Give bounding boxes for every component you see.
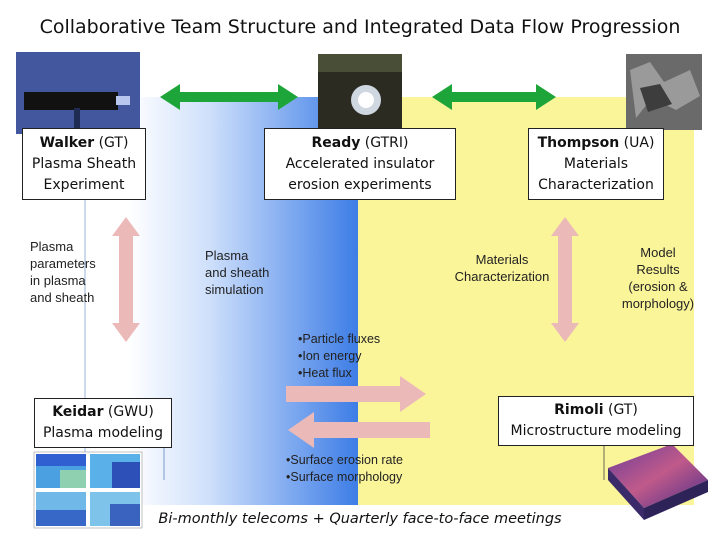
plasma-photo [16, 52, 140, 134]
walker-line3: Experiment [43, 176, 125, 193]
page-title: Collaborative Team Structure and Integra… [39, 16, 681, 38]
sheath-simulation-label: Plasma and sheath simulation [205, 248, 270, 297]
ready-line2: Accelerated insulator [285, 155, 435, 172]
surface-plot [603, 444, 708, 520]
pink-arrow-to-keidar [288, 412, 430, 448]
thompson-box: Thompson (UA) Materials Characterization [528, 128, 664, 200]
flux-bullet: •Particle fluxes [298, 332, 381, 346]
walker-line2: Plasma Sheath [31, 155, 137, 172]
thompson-name: Thompson [537, 134, 620, 151]
thompson-line2: Materials [563, 155, 629, 172]
pink-arrow-left [112, 217, 140, 342]
ready-name: Ready [311, 134, 361, 151]
erosion-bullet-list: •Surface erosion rate •Surface morpholog… [286, 452, 436, 486]
rimoli-line2: Microstructure modeling [510, 423, 682, 439]
keidar-affiliation: (GWU) [103, 404, 154, 420]
ready-box: Ready (GTRI) Accelerated insulator erosi… [264, 128, 456, 200]
green-arrow-right [432, 84, 556, 110]
rimoli-affiliation: (GT) [603, 402, 638, 418]
keidar-box: Keidar (GWU) Plasma modeling [34, 398, 172, 448]
pink-arrow-to-rimoli [286, 376, 426, 412]
footer-note: Bi-monthly telecoms + Quarterly face-to-… [158, 511, 562, 527]
erosion-bullet: •Surface erosion rate [286, 453, 403, 467]
keidar-name: Keidar [52, 404, 104, 420]
erosion-photo [318, 54, 402, 132]
pink-arrow-right [551, 217, 579, 342]
materials-characterization-label: Materials Characterization [454, 252, 550, 284]
keidar-line2: Plasma modeling [42, 425, 164, 441]
walker-name: Walker [39, 134, 95, 151]
thompson-affiliation: (UA) [619, 134, 655, 151]
material-photo [626, 54, 702, 130]
plasma-parameters-label: Plasma parameters in plasma and sheath [30, 239, 96, 305]
ready-line3: erosion experiments [288, 176, 432, 193]
flux-bullet: •Heat flux [298, 366, 352, 380]
flux-bullet-list: •Particle fluxes •Ion energy •Heat flux [298, 331, 428, 382]
rimoli-box: Rimoli (GT) Microstructure modeling [498, 396, 694, 446]
green-arrow-left [160, 84, 298, 110]
thompson-line3: Characterization [538, 176, 654, 193]
model-results-label: Model Results (erosion & morphology) [621, 245, 695, 311]
walker-affiliation: (GT) [94, 134, 129, 151]
simulation-thumbnails [33, 451, 143, 529]
rimoli-name: Rimoli [554, 402, 604, 418]
flux-bullet: •Ion energy [298, 349, 362, 363]
ready-affiliation: (GTRI) [360, 134, 409, 151]
erosion-bullet: •Surface morphology [286, 470, 403, 484]
walker-box: Walker (GT) Plasma Sheath Experiment [22, 128, 146, 200]
